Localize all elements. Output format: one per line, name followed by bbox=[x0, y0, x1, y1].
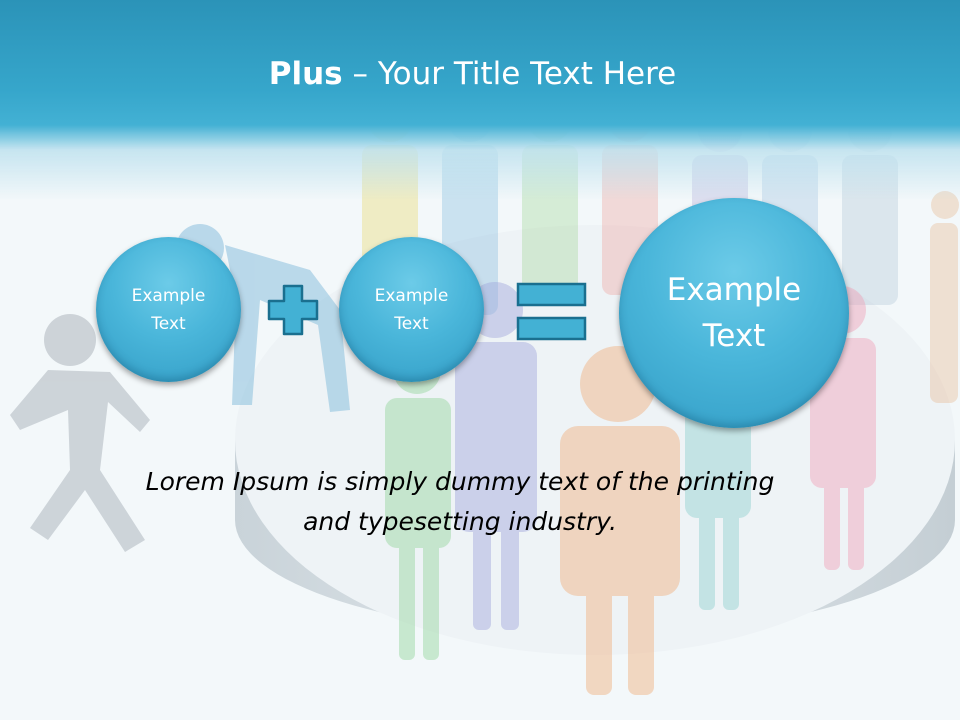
example-circle-1[interactable]: Example Text bbox=[96, 237, 241, 382]
person-figure bbox=[930, 191, 959, 403]
circle-2-line2: Text bbox=[394, 313, 429, 334]
circle-3-line1: Example bbox=[666, 272, 802, 308]
body-text: Lorem Ipsum is simply dummy text of the … bbox=[100, 462, 820, 542]
plus-icon bbox=[267, 284, 319, 336]
example-circle-result[interactable]: Example Text bbox=[619, 198, 849, 428]
body-line-1: Lorem Ipsum is simply dummy text of the … bbox=[145, 467, 775, 496]
circle-3-line2: Text bbox=[702, 318, 766, 354]
circle-1-line2: Text bbox=[151, 313, 186, 334]
slide-title: Plus – Your Title Text Here bbox=[0, 52, 945, 96]
title-bold: Plus bbox=[268, 56, 343, 92]
running-person-grey bbox=[10, 314, 150, 552]
circle-1-line1: Example bbox=[131, 285, 206, 306]
body-line-2: and typesetting industry. bbox=[303, 507, 617, 536]
title-rest: – Your Title Text Here bbox=[342, 56, 677, 92]
equals-icon bbox=[516, 282, 587, 341]
example-circle-2[interactable]: Example Text bbox=[339, 237, 484, 382]
circle-2-line1: Example bbox=[374, 285, 449, 306]
person-figure bbox=[560, 346, 680, 695]
header-band bbox=[0, 0, 960, 200]
